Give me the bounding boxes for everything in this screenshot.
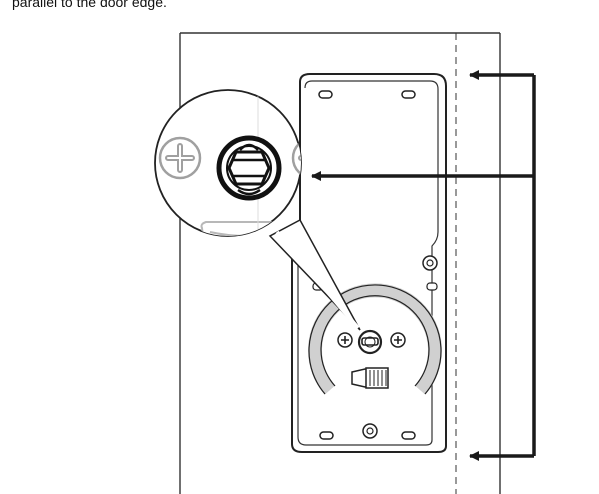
small-spindle-icon [357,329,383,355]
slot-top-left [318,90,333,99]
spindle-icon [216,135,282,201]
small-screw-right-icon [390,332,406,348]
mount-hole-right [422,255,438,271]
alignment-arrows [311,70,536,461]
slot-bottom-right [401,431,416,440]
zoom-callout-tail [268,218,361,331]
small-screw-left-icon [337,332,353,348]
mount-hole-bottom [362,423,378,439]
large-screw-right-icon [291,136,301,180]
rotation-arc [308,283,442,395]
large-screw-left-icon [158,136,202,180]
turn-lever-icon [351,367,389,389]
caption-text: parallel to the door edge. [12,0,167,10]
door-panel [179,32,501,494]
slot-bottom-left [319,431,334,440]
slot-top-right [401,90,416,99]
